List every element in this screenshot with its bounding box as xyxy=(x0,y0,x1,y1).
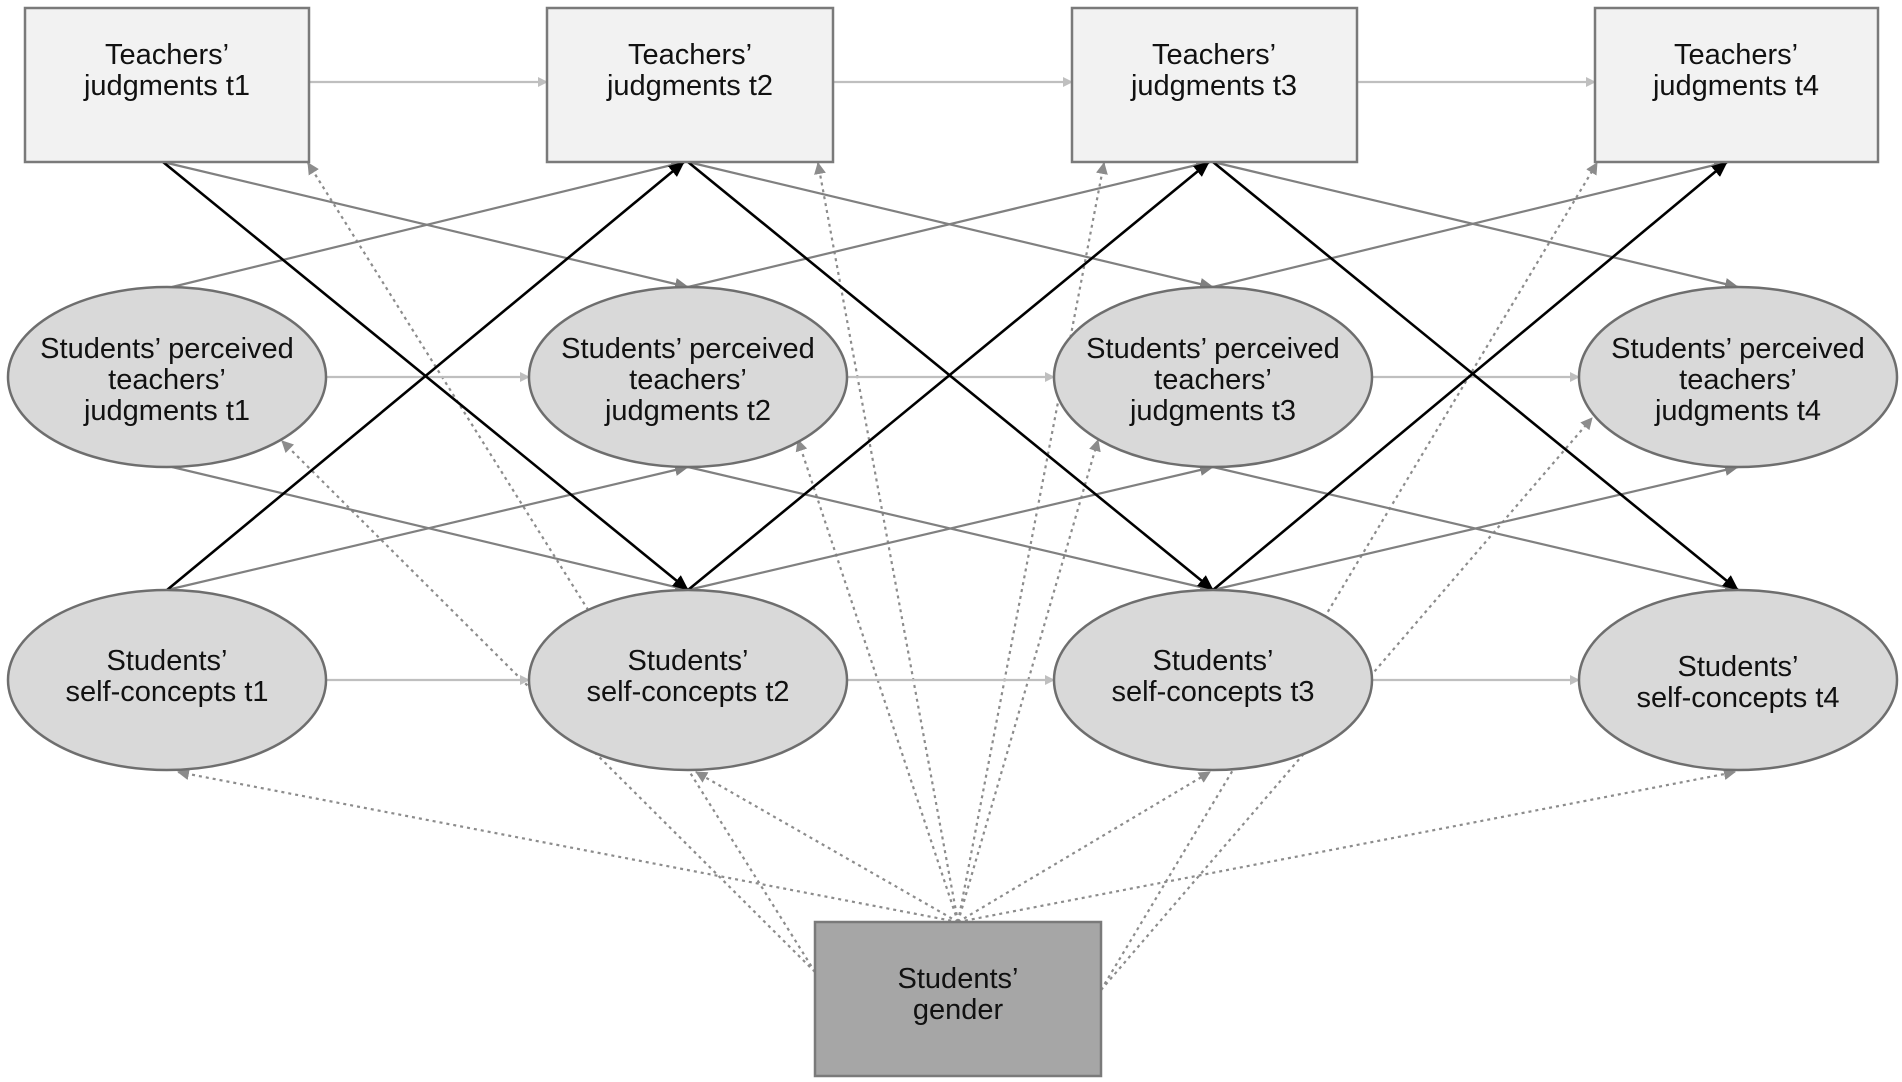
node-label-line: judgments t3 xyxy=(1130,70,1297,102)
node-label-line: self-concepts t2 xyxy=(586,676,789,708)
node-self-concepts-t2: Students’self-concepts t2 xyxy=(527,588,849,772)
node-label-line: Teachers’ xyxy=(628,39,752,71)
node-label-line: Students’ xyxy=(1153,645,1274,677)
svg-text:Teachers’judgments t4: Teachers’judgments t4 xyxy=(1652,39,1819,102)
edge-sc3-to-pj4 xyxy=(1212,464,1739,592)
node-label-line: Students’ perceived xyxy=(1086,333,1340,365)
node-label-line: Students’ xyxy=(898,963,1019,995)
node-label-line: Teachers’ xyxy=(1674,39,1798,71)
edge-sc2-to-pj3 xyxy=(687,464,1214,592)
node-students-gender: Students’gender xyxy=(813,920,1103,1078)
node-self-concepts-t4: Students’self-concepts t4 xyxy=(1577,588,1899,772)
svg-text:Students’self-concepts t3: Students’self-concepts t3 xyxy=(1111,645,1314,708)
edge-gender-to-sc4 xyxy=(957,768,1736,924)
edge-gender-to-sc1 xyxy=(177,768,959,924)
svg-text:Teachers’judgments t1: Teachers’judgments t1 xyxy=(83,39,250,102)
node-label-line: judgments t1 xyxy=(83,70,250,102)
node-self-concepts-t3: Students’self-concepts t3 xyxy=(1052,588,1374,772)
node-label-line: Students’ xyxy=(1678,651,1799,683)
edge-tj3-to-pj4 xyxy=(1212,160,1739,290)
svg-text:Students’gender: Students’gender xyxy=(898,963,1019,1026)
node-label-line: self-concepts t1 xyxy=(65,676,268,708)
svg-text:Teachers’judgments t2: Teachers’judgments t2 xyxy=(606,39,773,102)
node-label-line: Students’ perceived xyxy=(1611,333,1865,365)
node-label-line: gender xyxy=(913,994,1004,1026)
edges-layer xyxy=(162,77,1739,991)
svg-text:Teachers’judgments t3: Teachers’judgments t3 xyxy=(1130,39,1297,102)
svg-text:Students’self-concepts t4: Students’self-concepts t4 xyxy=(1636,651,1839,714)
svg-text:Students’self-concepts t2: Students’self-concepts t2 xyxy=(586,645,789,708)
edge-pj2-to-tj3 xyxy=(687,159,1210,289)
node-label-line: Students’ xyxy=(628,645,749,677)
node-teachers-judgments-t2: Teachers’judgments t2 xyxy=(545,6,835,164)
node-label-line: Students’ perceived xyxy=(40,333,294,365)
node-label-line: self-concepts t3 xyxy=(1111,676,1314,708)
edge-sc2-to-tj3 xyxy=(687,160,1210,592)
edge-pj1-to-tj2 xyxy=(171,159,685,289)
node-label-line: judgments t2 xyxy=(604,395,771,427)
edge-pj3-to-tj4 xyxy=(1212,159,1728,289)
node-teachers-judgments-t1: Teachers’judgments t1 xyxy=(23,6,311,164)
edge-tj3-to-sc4 xyxy=(1212,160,1739,592)
edge-sc1-to-pj2 xyxy=(166,464,689,592)
edge-sc3-to-tj4 xyxy=(1212,161,1728,591)
node-label-line: teachers’ xyxy=(629,364,747,396)
node-label-line: teachers’ xyxy=(1679,364,1797,396)
node-teachers-judgments-t3: Teachers’judgments t3 xyxy=(1070,6,1359,164)
node-label-line: Teachers’ xyxy=(105,39,229,71)
svg-text:Students’self-concepts t1: Students’self-concepts t1 xyxy=(65,645,268,708)
node-teachers-judgments-t4: Teachers’judgments t4 xyxy=(1593,6,1880,164)
edge-sc1-to-tj2 xyxy=(166,160,685,592)
edge-gender-to-tj3 xyxy=(956,162,1108,923)
node-label-line: judgments t4 xyxy=(1654,395,1821,427)
node-label-line: teachers’ xyxy=(108,364,226,396)
node-label-line: teachers’ xyxy=(1154,364,1272,396)
edge-gender-to-tj4 xyxy=(1100,162,1598,991)
edge-gender-to-tj1 xyxy=(307,162,816,973)
node-self-concepts-t1: Students’self-concepts t1 xyxy=(6,588,328,772)
node-label-line: Students’ perceived xyxy=(561,333,815,365)
nodes-layer: Teachers’judgments t1 Teachers’judgments… xyxy=(6,6,1899,1078)
node-label-line: Students’ xyxy=(107,645,228,677)
edge-gender-to-sc2 xyxy=(695,771,959,923)
edge-gender-to-sc3 xyxy=(957,771,1211,923)
node-label-line: judgments t3 xyxy=(1129,395,1296,427)
node-label-line: self-concepts t4 xyxy=(1636,682,1839,714)
node-label-line: judgments t4 xyxy=(1652,70,1819,102)
node-label-line: judgments t2 xyxy=(606,70,773,102)
node-label-line: judgments t1 xyxy=(83,395,250,427)
node-label-line: Teachers’ xyxy=(1152,39,1276,71)
